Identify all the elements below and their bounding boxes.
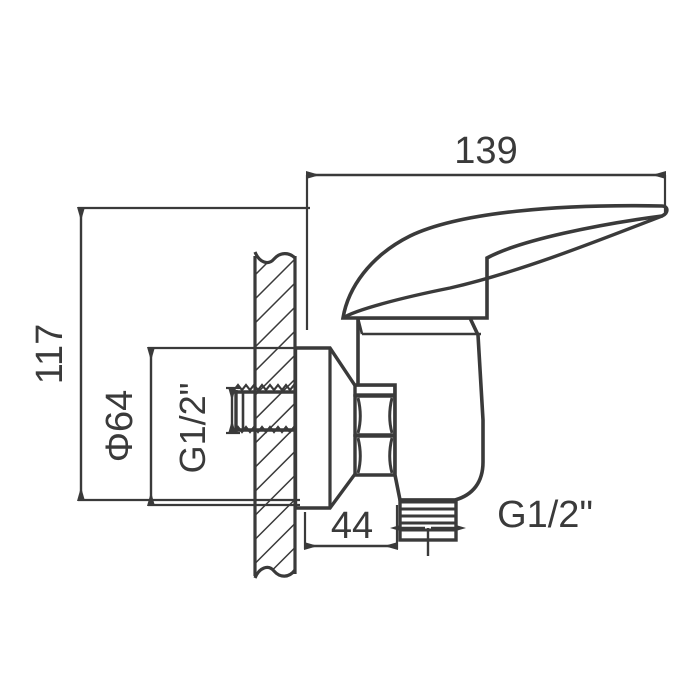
hex-nut-chamfer-left-lower <box>356 437 362 474</box>
hex-nut-chamfer-right-upper <box>388 397 394 434</box>
mixer-body-collar-left <box>356 317 364 335</box>
dimension-inlet-thread: G1/2" <box>172 383 240 474</box>
inlet-thread-upper-crest <box>233 383 301 392</box>
lever-handle-crease <box>486 214 663 260</box>
dimension-139: 139 <box>305 130 667 330</box>
dimension-label-117: 117 <box>29 324 71 385</box>
dimension-label-139: 139 <box>454 130 517 172</box>
hex-nut-chamfer-left-upper <box>356 397 362 434</box>
hex-nut-chamfer-right-lower <box>388 437 394 474</box>
inlet-nipple <box>233 383 301 434</box>
hex-nut <box>353 383 397 477</box>
dimension-117: 117 <box>29 206 310 502</box>
dimension-label-phi64: Φ64 <box>99 390 141 463</box>
lever-handle-underside <box>342 214 663 320</box>
mixer-body <box>356 316 485 502</box>
dimension-44: 44 <box>303 505 399 550</box>
wall-break-line-top <box>253 251 297 265</box>
wall-section <box>253 251 297 579</box>
dimension-phi64: Φ64 <box>99 346 300 507</box>
lever-handle <box>340 203 669 320</box>
wall-break-line-bottom <box>253 565 297 579</box>
dimension-label-44: 44 <box>331 505 373 547</box>
mixer-body-outline <box>356 316 485 502</box>
inlet-thread-lower-crest <box>233 425 301 434</box>
dimension-label-outlet-thread: G1/2" <box>497 494 593 536</box>
dimension-label-inlet-thread: G1/2" <box>172 383 213 474</box>
escutcheon-flange <box>294 346 360 510</box>
dimension-outlet-thread: G1/2" <box>390 494 593 556</box>
